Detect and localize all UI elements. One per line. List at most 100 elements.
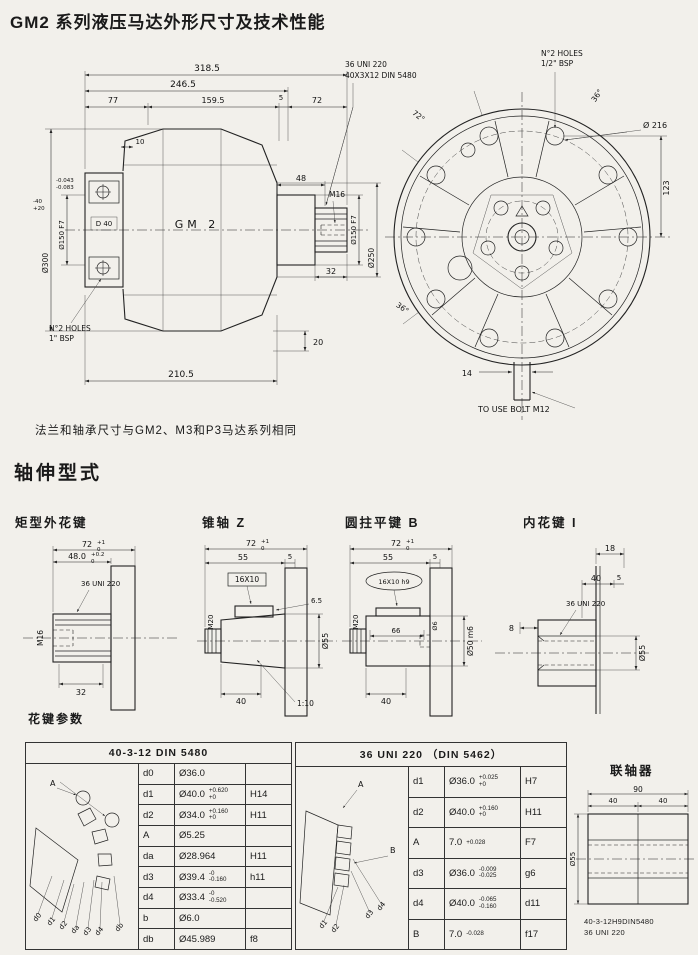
dim-32: 32: [76, 688, 86, 697]
fit-cell: f8: [245, 929, 291, 950]
value-cell: Ø36.0+0.025+0: [445, 767, 520, 797]
value: Ø28.964: [179, 851, 216, 863]
holes-note-line1: N°2 HOLES: [49, 324, 91, 333]
dim-159: 159.5: [202, 96, 225, 105]
label-leaders: [323, 858, 383, 926]
output-hub: [276, 194, 348, 266]
dia-250: Ø250: [367, 248, 376, 268]
param-cell: d1: [409, 767, 445, 797]
fit-cell: H14: [245, 784, 291, 805]
fit-cell: H11: [245, 805, 291, 826]
port-flange: [84, 172, 124, 288]
dim-55: 55: [383, 553, 393, 562]
dim-48-hi: +0.2: [91, 552, 104, 558]
angle-36-bottom: 36°: [394, 300, 410, 315]
value-cell: Ø34.0+0.160+0: [175, 805, 245, 825]
spline-callout: 36 UNI 220 40X3X12 DIN 5480: [325, 60, 417, 206]
tolerance: -0.028: [466, 930, 484, 937]
param-cell: d4: [139, 888, 175, 908]
dim-72-hi: +1: [406, 539, 414, 545]
dim-72-lo: 0: [261, 546, 265, 552]
dim-210: 210.5: [168, 370, 194, 380]
dim-5: 5: [279, 94, 283, 102]
value: Ø39.4: [179, 871, 205, 883]
value: Ø40.0: [449, 806, 475, 818]
dim-8: 8: [509, 624, 514, 633]
d40-box-label: D 40: [96, 220, 113, 228]
value: Ø40.0: [449, 898, 475, 910]
casting-bosses: [447, 142, 476, 281]
coupling-body: [587, 813, 689, 905]
value: 7.0: [449, 837, 463, 849]
fig4-title: 内花键 I: [523, 516, 578, 530]
tolerance: -0-0.160: [208, 869, 227, 884]
spline-note-line1: 36 UNI 220: [345, 60, 387, 69]
param-cell: A: [139, 826, 175, 846]
param-cell: d4: [409, 889, 445, 919]
dim-55: 55: [238, 553, 248, 562]
fit-cell: F7: [520, 828, 566, 858]
table-title: 40-3-12 DIN 5480: [26, 743, 291, 764]
value: Ø33.4: [179, 892, 205, 904]
tolerance: +0.028: [466, 838, 486, 846]
dim-72-hi: +1: [97, 540, 105, 546]
shaft-fig-key: 16X10 h9 72 +1 0 55 5 66 M20 Ø6 Ø50 m6 4…: [340, 538, 485, 718]
dim-48: 48: [296, 174, 306, 183]
coupling-note-2: 36 UNI 220: [584, 928, 625, 938]
value-cell: Ø33.4-0-0.520: [175, 888, 245, 908]
fit-cell: [245, 764, 291, 784]
value-cell: Ø40.0+0.620+0: [175, 785, 245, 805]
spline-profile-diagram: A d0 d1 d2 da d3 d4 db: [26, 764, 139, 949]
front-view-drawing: N°2 HOLES 1/2" BSP Ø 216 123 36° 72° 36°…: [375, 40, 698, 460]
spline-spec-label: 36 UNI 220: [566, 600, 605, 608]
coupling-drawing: 90 40 40 Ø55: [568, 785, 696, 914]
measuring-ball: [75, 790, 91, 806]
dim-40-right: 40: [659, 797, 668, 805]
spoke-ribs: [402, 120, 642, 348]
fit-cell: H11: [520, 797, 566, 827]
fig1-title: 矩型外花键: [15, 516, 88, 530]
shaft-fig-internal-spline: 18 40 5 8 36 UNI 220 Ø55: [490, 538, 660, 718]
taper-ratio: 1:10: [297, 699, 314, 708]
dia-150-left: Ø150 F7: [58, 220, 66, 250]
dia-150-tol-hi: -0.043: [56, 178, 74, 184]
dia-label: d0: [31, 911, 43, 923]
fit-cell: H7: [520, 767, 566, 797]
diameter-labels: d0 d1 d2 da d3 d4 db: [31, 911, 125, 937]
value: Ø36.0: [179, 768, 205, 780]
dimension-lines: [349, 545, 468, 698]
spline-table-uni220: 36 UNI 220 （DIN 5462） A B: [295, 742, 567, 950]
value: Ø5.25: [179, 830, 205, 842]
param-cell: d0: [139, 764, 175, 784]
value: Ø40.0: [179, 789, 205, 800]
param-cell: d3: [409, 858, 445, 888]
label-m16: M16: [36, 630, 45, 646]
value-cell: Ø36.0: [175, 764, 245, 784]
centerlines: [385, 92, 673, 420]
dim-123: 123: [662, 180, 671, 195]
dia-label: d3: [81, 925, 93, 937]
spline-hub: [537, 619, 597, 687]
coupling-note-1: 40-3-12H9DIN5480: [584, 917, 654, 926]
param-cell: B: [409, 919, 445, 949]
coupling-notes: 40-3-12H9DIN5480 36 UNI 220: [584, 916, 654, 939]
dia-216-label: Ø 216: [643, 120, 667, 130]
dim-18: 18: [605, 544, 615, 553]
dimension-lines: [574, 790, 689, 905]
taper-shaft: [204, 605, 286, 669]
fit-cell: [245, 826, 291, 846]
value-cell: Ø40.0+0.160+0: [445, 798, 520, 828]
label-m16: M16: [329, 190, 345, 199]
value-cell: 7.0-0.028: [445, 920, 520, 950]
wheel-body: [393, 108, 651, 366]
dim-6-5: 6.5: [311, 597, 322, 605]
dimension-lines: [45, 71, 381, 385]
table-row: d0 Ø36.0: [139, 764, 291, 785]
dia-label: db: [113, 921, 125, 933]
